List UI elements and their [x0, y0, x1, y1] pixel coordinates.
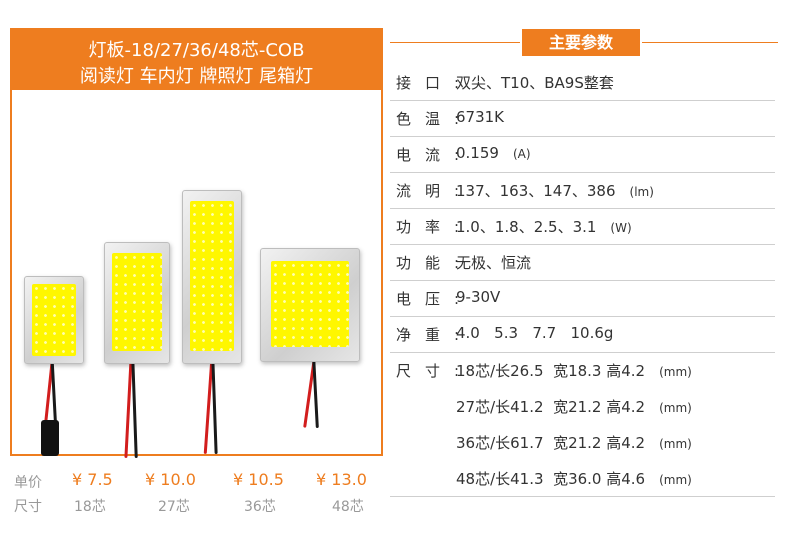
banner-subtitle: 阅读灯 车内灯 牌照灯 尾箱灯 [79, 66, 314, 87]
banner-title: 灯板-18/27/36/48芯-COB [88, 40, 305, 61]
spec-unit: (mm) [659, 401, 692, 415]
section-rule-right [642, 42, 778, 43]
spec-value: 137、163、147、386 (lm) [456, 180, 654, 201]
spec-value: 1.0、1.8、2.5、3.1 (W) [456, 216, 632, 237]
spec-value-text: 6731K [456, 108, 505, 126]
spec-value-text: 无极、恒流 [456, 254, 532, 272]
spec-row: 36芯/长61.7 宽21.2 高4.2 (mm) [390, 426, 775, 461]
spec-row: 接口:双尖、T10、BA9S整套 [390, 66, 775, 101]
price-27: ¥ 10.0 [145, 470, 196, 489]
spec-value: 27芯/长41.2 宽21.2 高4.2 (mm) [456, 396, 692, 417]
spec-key: 电压: [396, 290, 474, 308]
spec-unit: (W) [610, 221, 632, 235]
spec-value-text: 137、163、147、386 [456, 182, 616, 200]
spec-row: 48芯/长41.3 宽36.0 高4.6 (mm) [390, 462, 775, 497]
spec-key: 电流: [396, 146, 474, 164]
spec-unit: (mm) [659, 365, 692, 379]
section-rule-left [390, 42, 520, 43]
spec-value: 36芯/长61.7 宽21.2 高4.2 (mm) [456, 432, 692, 453]
spec-key: 功能: [396, 254, 474, 272]
price-label: 单价 [14, 475, 42, 491]
product-photo [12, 90, 381, 459]
spec-row: 功能:无极、恒流 [390, 246, 775, 281]
spec-row: 27芯/长41.2 宽21.2 高4.2 (mm) [390, 390, 775, 425]
spec-value-text: 36芯/长61.7 宽21.2 高4.2 [456, 434, 646, 452]
size-row: 尺寸 18芯 27芯 36芯 48芯 [0, 496, 383, 520]
price-18: ¥ 7.5 [72, 470, 113, 489]
spec-value: 双尖、T10、BA9S整套 [456, 72, 628, 93]
size-36: 36芯 [244, 499, 276, 515]
spec-value: 9-30V [456, 288, 514, 306]
black-wire [211, 359, 218, 455]
spec-unit: (A) [512, 147, 531, 161]
spec-row: 电压:9-30V [390, 282, 775, 317]
led-chip-48 [271, 261, 349, 347]
spec-value-text: 4.0 5.3 7.7 10.6g [456, 324, 614, 342]
spec-key: 尺寸: [396, 362, 474, 380]
spec-row: 功率:1.0、1.8、2.5、3.1 (W) [390, 210, 775, 245]
price-row: 单价 ¥ 7.5 ¥ 10.0 ¥ 10.5 ¥ 13.0 [0, 470, 383, 494]
spec-key: 色温: [396, 110, 474, 128]
spec-row: 尺寸:18芯/长26.5 宽18.3 高4.2 (mm) [390, 354, 775, 389]
led-panel-18 [24, 276, 84, 364]
led-panel-48 [260, 248, 360, 362]
spec-row: 电流:0.159 (A) [390, 138, 775, 173]
spec-row: 流明:137、163、147、386 (lm) [390, 174, 775, 209]
product-panel: 灯板-18/27/36/48芯-COB 阅读灯 车内灯 牌照灯 尾箱灯 [10, 28, 383, 459]
spec-value: 48芯/长41.3 宽36.0 高4.6 (mm) [456, 468, 692, 489]
spec-value: 6731K [456, 108, 518, 126]
size-18: 18芯 [74, 499, 106, 515]
spec-key: 流明: [396, 182, 474, 200]
led-chip-18 [32, 284, 76, 356]
spec-unit: (mm) [659, 437, 692, 451]
spec-key: 净重: [396, 326, 474, 344]
spec-key: 接口: [396, 74, 474, 92]
spec-unit: (lm) [629, 185, 654, 199]
spec-key: 功率: [396, 218, 474, 236]
params-title: 主要参数 [522, 29, 640, 56]
black-wire [312, 357, 319, 429]
led-panel-27 [104, 242, 170, 364]
black-wire [131, 357, 138, 459]
spec-row: 净重:4.0 5.3 7.7 10.6g [390, 318, 775, 353]
led-chip-27 [112, 253, 162, 351]
size-label: 尺寸 [14, 499, 42, 515]
spec-value: 18芯/长26.5 宽18.3 高4.2 (mm) [456, 360, 692, 381]
spec-value: 4.0 5.3 7.7 10.6g [456, 324, 627, 342]
spec-value: 0.159 (A) [456, 144, 531, 162]
spec-value: 无极、恒流 [456, 252, 545, 273]
spec-value-text: 9-30V [456, 288, 501, 306]
size-27: 27芯 [158, 499, 190, 515]
spec-value-text: 双尖、T10、BA9S整套 [456, 74, 614, 92]
spec-value-text: 0.159 [456, 144, 499, 162]
spec-value-text: 27芯/长41.2 宽21.2 高4.2 [456, 398, 646, 416]
led-panel-36 [182, 190, 242, 364]
price-48: ¥ 13.0 [316, 470, 367, 489]
spec-value-text: 1.0、1.8、2.5、3.1 [456, 218, 597, 236]
size-48: 48芯 [332, 499, 364, 515]
price-36: ¥ 10.5 [233, 470, 284, 489]
led-chip-36 [190, 201, 234, 351]
spec-value-text: 48芯/长41.3 宽36.0 高4.6 [456, 470, 646, 488]
spec-value-text: 18芯/长26.5 宽18.3 高4.2 [456, 362, 646, 380]
spec-unit: (mm) [659, 473, 692, 487]
spec-row: 色温:6731K [390, 102, 775, 137]
product-banner: 灯板-18/27/36/48芯-COB 阅读灯 车内灯 牌照灯 尾箱灯 [12, 30, 381, 90]
connector-sleeve [41, 420, 59, 456]
